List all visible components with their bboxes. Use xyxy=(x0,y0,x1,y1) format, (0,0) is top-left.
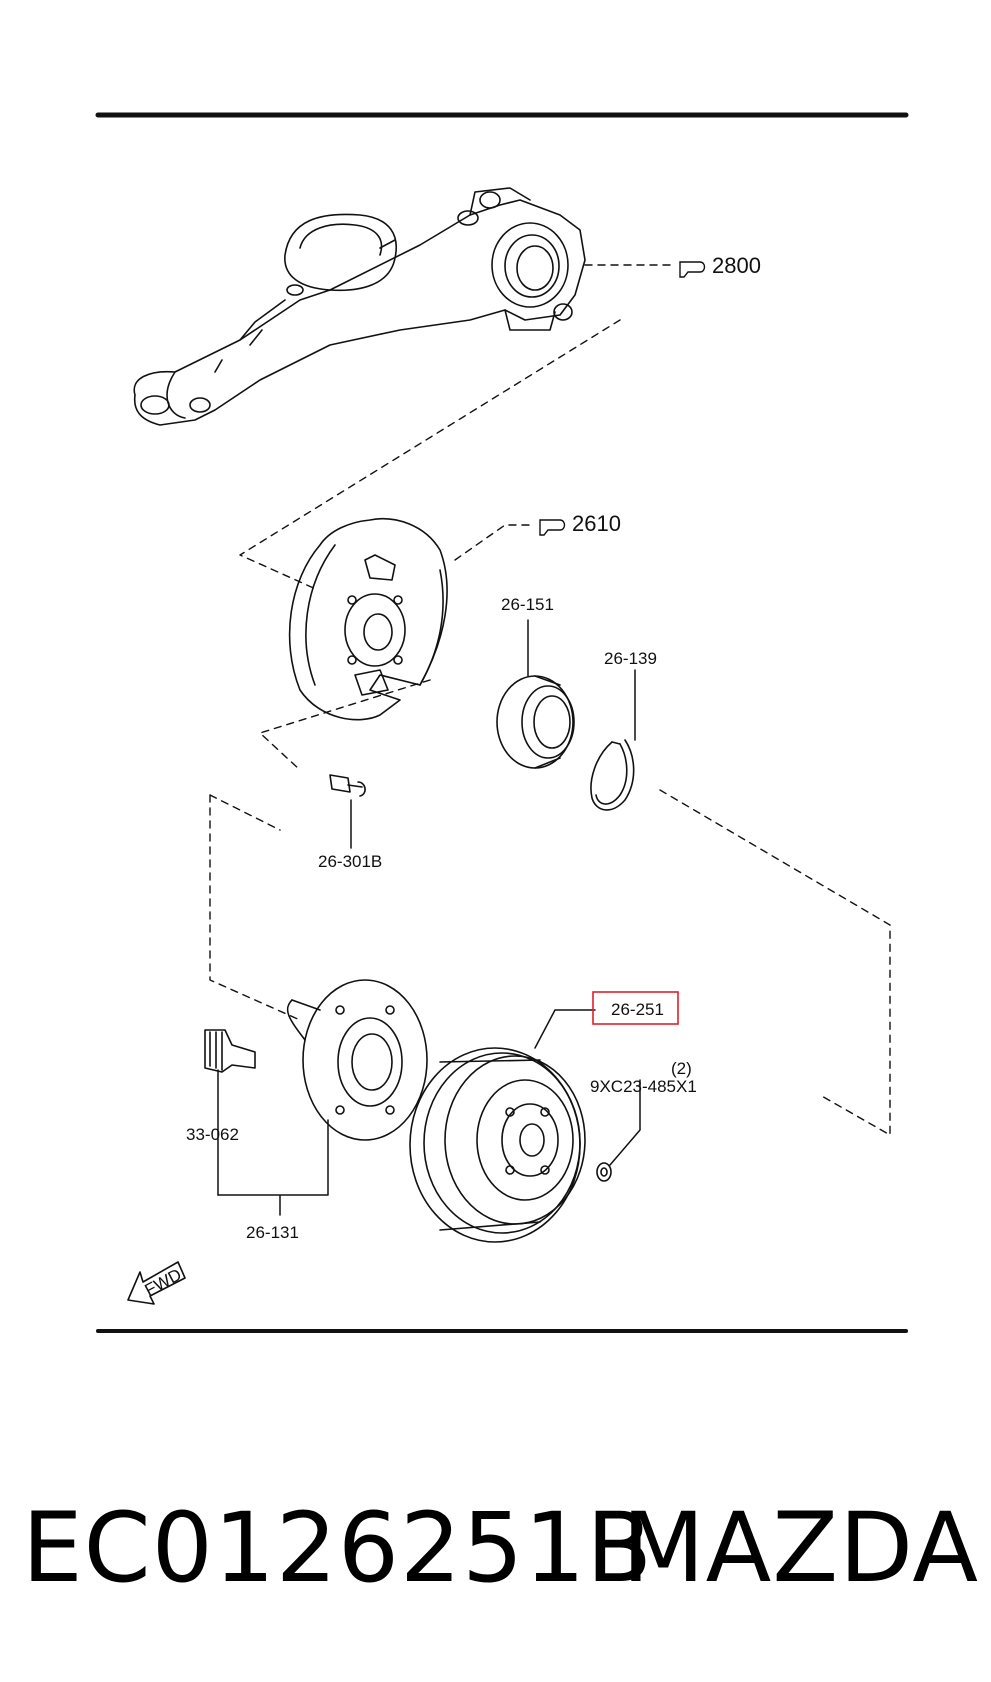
footer: EC0126251B MAZDA xyxy=(0,1500,991,1630)
leader-26-131 xyxy=(217,1119,329,1216)
knuckle-arm-drawing xyxy=(133,187,586,426)
pointer-icon xyxy=(539,519,566,536)
nut-drawing xyxy=(596,1162,612,1182)
assembly-line-hub xyxy=(209,794,301,1021)
label-26-131: 26-131 xyxy=(246,1223,299,1242)
label-26-251: 26-251 xyxy=(611,1000,664,1019)
label-33-062: 33-062 xyxy=(186,1125,239,1144)
snap-ring-drawing xyxy=(590,739,635,811)
ref-label-2610: 2610 xyxy=(572,511,621,536)
brand-name: MAZDA xyxy=(621,1492,979,1604)
part-number: EC0126251B xyxy=(22,1492,654,1604)
leader-9XC23-485X1 xyxy=(609,1079,641,1166)
pointer-icon xyxy=(679,261,706,278)
brake-drum-drawing xyxy=(409,1047,586,1243)
highlight-box xyxy=(592,991,679,1025)
ref-label-2800: 2800 xyxy=(712,253,761,278)
leader-26-251 xyxy=(534,1009,596,1049)
label-9XC23-485X1: 9XC23-485X1 xyxy=(590,1077,697,1096)
fwd-arrow-icon xyxy=(127,1261,186,1305)
label-nut-qty: (2) xyxy=(671,1059,692,1078)
hub-drawing xyxy=(286,979,428,1141)
bearing-drawing xyxy=(496,675,575,769)
leader-2610 xyxy=(454,524,531,561)
brake-backplate-drawing xyxy=(288,518,448,721)
assembly-line-drum xyxy=(659,789,891,1136)
label-26-151: 26-151 xyxy=(501,595,554,614)
bolt-drawing xyxy=(329,774,366,797)
stud-drawing xyxy=(204,1029,256,1073)
assembly-line-knuckle xyxy=(239,319,621,591)
assembly-line-backplate-bolt xyxy=(259,679,431,771)
label-26-301B: 26-301B xyxy=(318,852,382,871)
label-26-139: 26-139 xyxy=(604,649,657,668)
